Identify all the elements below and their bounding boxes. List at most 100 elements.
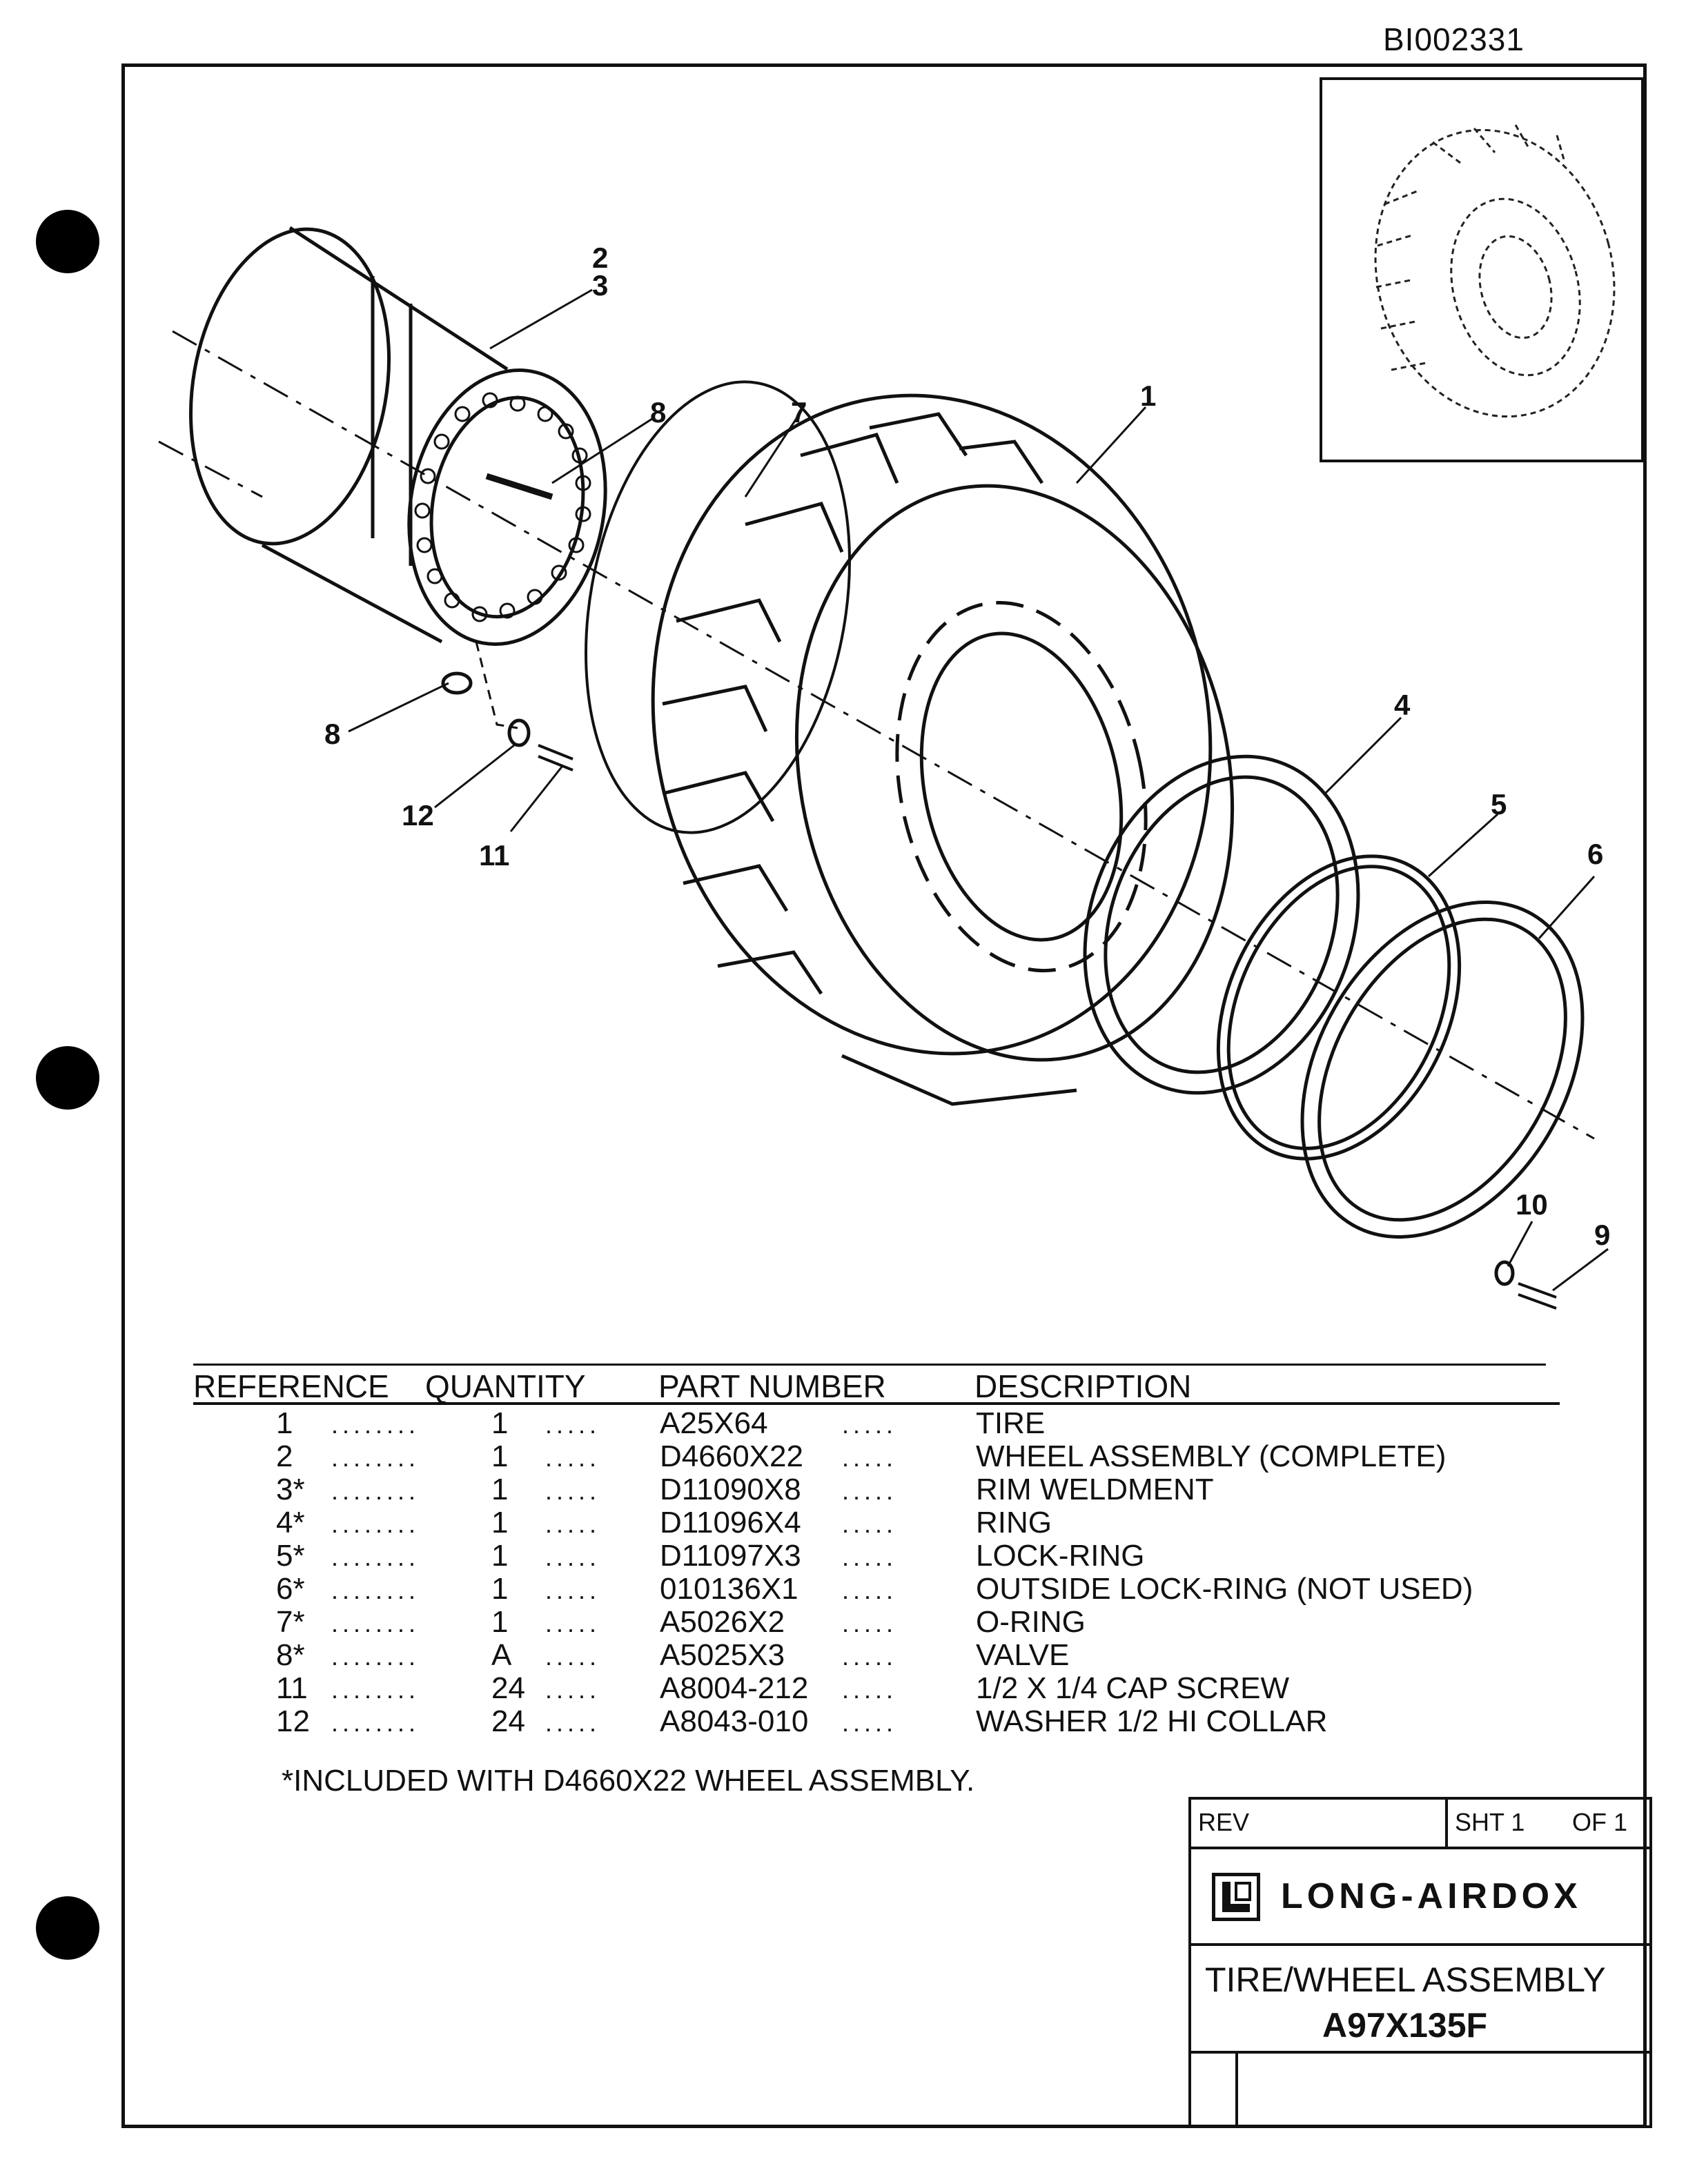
dots-leader: .....: [545, 1576, 601, 1604]
tire-thumbnail-sketch: [1374, 124, 1616, 418]
tire-thumbnail: [1320, 77, 1644, 462]
quantity-cell: 1: [491, 1572, 509, 1606]
table-row: 3*........1.....D11090X8.....RIM WELDMEN…: [193, 1471, 1560, 1506]
dots-leader: .....: [842, 1709, 898, 1737]
part-number-cell: A5025X3: [660, 1638, 785, 1672]
dots-leader: .....: [842, 1675, 898, 1704]
part-number-cell: A8004-212: [660, 1671, 809, 1705]
sheet-label: SHT 1: [1455, 1808, 1525, 1836]
part-number-cell: A5026X2: [660, 1605, 785, 1639]
header-reference: REFERENCE: [193, 1368, 389, 1404]
quantity-cell: 1: [491, 1439, 509, 1473]
callout-3: 3: [592, 269, 608, 302]
quantity-cell: 1: [491, 1605, 509, 1639]
dots-leader: ........: [331, 1444, 420, 1472]
callout-8-nut: 8: [324, 718, 340, 750]
part-number-cell: D4660X22: [660, 1439, 803, 1473]
reference-cell: 2: [276, 1439, 293, 1473]
dots-leader: .....: [545, 1642, 601, 1671]
reference-cell: 1: [276, 1406, 293, 1440]
footnote: *INCLUDED WITH D4660X22 WHEEL ASSEMBLY.: [282, 1764, 975, 1798]
title-cell: TIRE/WHEEL ASSEMBLY A97X135F: [1188, 1943, 1652, 2054]
quantity-cell: 1: [491, 1406, 509, 1440]
dots-leader: .....: [545, 1444, 601, 1472]
callout-4: 4: [1394, 689, 1411, 721]
dots-leader: .....: [545, 1709, 601, 1737]
description-cell: RIM WELDMENT: [976, 1473, 1214, 1506]
dots-leader: .....: [842, 1410, 898, 1439]
part-number-cell: D11096X4: [660, 1506, 801, 1539]
reference-cell: 7*: [276, 1605, 305, 1639]
part-number-cell: D11097X3: [660, 1539, 801, 1573]
dots-leader: .....: [545, 1675, 601, 1704]
description-cell: RING: [976, 1506, 1052, 1539]
callout-12: 12: [402, 799, 434, 832]
dots-leader: ........: [331, 1410, 420, 1439]
dots-leader: ........: [331, 1543, 420, 1571]
dots-leader: ........: [331, 1642, 420, 1671]
reference-cell: 11: [276, 1671, 308, 1705]
description-cell: O-RING: [976, 1605, 1086, 1639]
rev-cell: REV: [1188, 1797, 1448, 1849]
blank-cell: [1188, 2051, 1238, 2128]
table-row: 8*........A.....A5025X3.....VALVE: [193, 1637, 1560, 1672]
tire: [651, 393, 1235, 1106]
dots-leader: .....: [545, 1609, 601, 1637]
quantity-cell: 24: [491, 1704, 525, 1738]
quantity-cell: 1: [491, 1473, 509, 1506]
callout-9: 9: [1594, 1219, 1610, 1251]
dots-leader: .....: [842, 1576, 898, 1604]
parts-list-header: REFERENCE QUANTITY PART NUMBER DESCRIPTI…: [193, 1364, 1560, 1405]
reference-cell: 12: [276, 1704, 310, 1738]
part-number-cell: A8043-010: [660, 1704, 809, 1738]
callout-7: 7: [791, 396, 807, 429]
punch-hole: [36, 1896, 99, 1960]
reference-cell: 3*: [276, 1473, 305, 1506]
company-cell: LONG-AIRDOX: [1188, 1847, 1652, 1946]
table-row: 11........24.....A8004-212.....1/2 X 1/4…: [193, 1670, 1560, 1705]
dots-leader: ........: [331, 1576, 420, 1604]
table-row: 2........ 1..... D4660X22..... WHEEL ASSEMB…: [193, 1438, 1560, 1473]
dots-leader: ........: [331, 1477, 420, 1505]
callout-6: 6: [1587, 838, 1603, 870]
rev-label: REV: [1198, 1808, 1250, 1836]
drawing-number: A97X135F: [1322, 2006, 1488, 2045]
document-id: BI002331: [1383, 21, 1525, 57]
description-cell: WHEEL ASSEMBLY (COMPLETE): [976, 1439, 1447, 1473]
description-cell: LOCK-RING: [976, 1539, 1145, 1573]
quantity-cell: 1: [491, 1506, 509, 1539]
company-logo: [1212, 1873, 1260, 1921]
header-part-number: PART NUMBER: [658, 1368, 886, 1404]
drawing-frame: [121, 63, 1647, 2128]
description-cell: TIRE: [976, 1406, 1046, 1440]
dots-leader: ........: [331, 1709, 420, 1737]
description-cell: VALVE: [976, 1638, 1070, 1672]
reference-cell: 5*: [276, 1539, 305, 1573]
table-row: 4*........1.....D11096X4.....RING: [193, 1504, 1560, 1539]
dots-leader: .....: [842, 1444, 898, 1472]
company-name: LONG-AIRDOX: [1281, 1876, 1582, 1916]
callout-2: 2: [592, 242, 608, 274]
quantity-cell: 1: [491, 1539, 509, 1573]
reference-cell: 6*: [276, 1572, 305, 1606]
description-cell: WASHER 1/2 HI COLLAR: [976, 1704, 1328, 1738]
part-number-cell: D11090X8: [660, 1473, 801, 1506]
header-description: DESCRIPTION: [974, 1368, 1192, 1404]
callout-5: 5: [1491, 788, 1507, 820]
dots-leader: .....: [545, 1477, 601, 1505]
dots-leader: .....: [842, 1543, 898, 1571]
reference-cell: 4*: [276, 1506, 305, 1539]
callout-1: 1: [1140, 380, 1156, 412]
dots-leader: .....: [842, 1642, 898, 1671]
table-row: 7*........1.....A5026X2.....O-RING: [193, 1604, 1560, 1639]
sheet-cell: SHT 1 OF 1: [1445, 1797, 1652, 1849]
parts-list: REFERENCE QUANTITY PART NUMBER DESCRIPTI…: [193, 1364, 1560, 1738]
table-row: 12........ 24..... A8043-010..... WASHER 1/…: [193, 1703, 1560, 1738]
table-row: 5*........1.....D11097X3.....LOCK-RING: [193, 1537, 1560, 1573]
title-block: REV SHT 1 OF 1 LONG-AIRDOX TIRE/WHEEL AS…: [1188, 1797, 1652, 2128]
part-number-cell: A25X64: [660, 1406, 768, 1440]
dots-leader: .....: [545, 1410, 601, 1439]
description-cell: OUTSIDE LOCK-RING (NOT USED): [976, 1572, 1473, 1606]
table-row: 6*........1.....010136X1.....OUTSIDE LOC…: [193, 1571, 1560, 1606]
callout-8: 8: [650, 396, 666, 429]
